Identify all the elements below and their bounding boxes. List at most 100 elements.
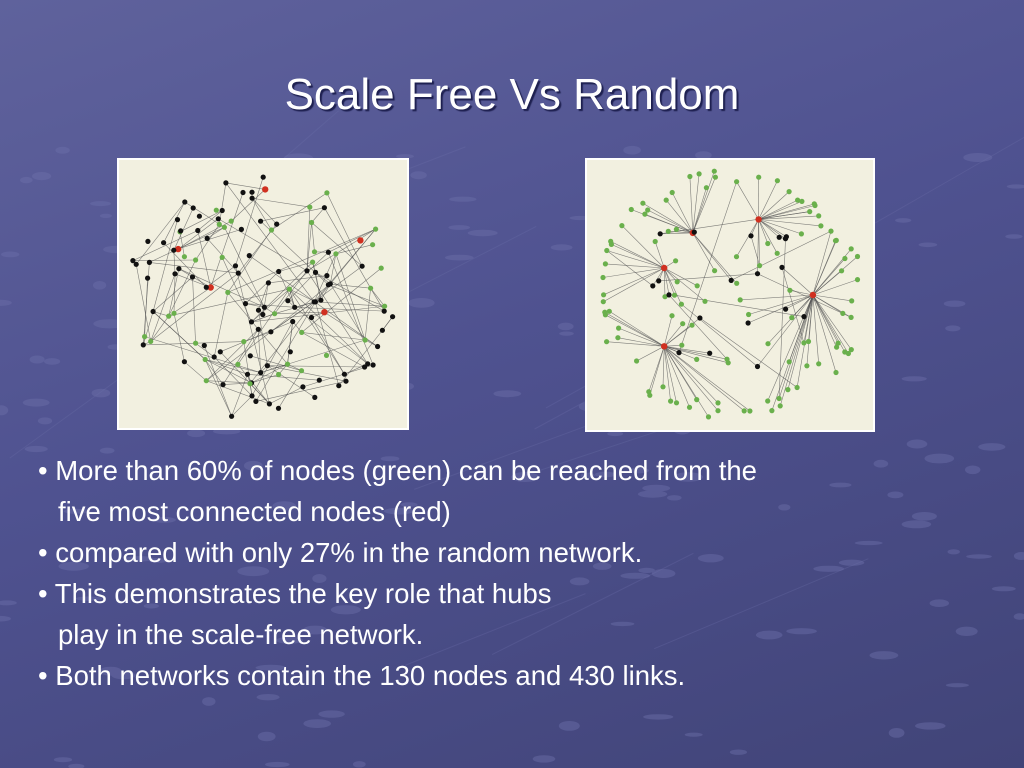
reached-node xyxy=(619,223,625,229)
reached-node xyxy=(774,178,780,184)
network-edge xyxy=(663,346,697,400)
network-edge xyxy=(251,288,290,323)
node xyxy=(219,207,225,214)
reached-node xyxy=(848,314,854,320)
network-edge xyxy=(736,181,759,220)
network-edge xyxy=(192,276,196,344)
network-edge xyxy=(787,294,814,390)
network-edge xyxy=(178,268,265,308)
network-edge xyxy=(149,227,225,263)
reached-node xyxy=(715,408,721,414)
node xyxy=(258,370,264,376)
node xyxy=(246,253,252,259)
network-edge xyxy=(808,294,814,342)
bg-dot xyxy=(945,683,969,688)
network-edge xyxy=(324,207,371,289)
bullet-line-continuation: play in the scale-free network. xyxy=(58,619,424,650)
bg-dot xyxy=(532,755,556,763)
node xyxy=(161,240,167,246)
bg-dot xyxy=(68,763,85,768)
node xyxy=(304,268,310,274)
bg-dot xyxy=(352,761,366,768)
reached-node xyxy=(221,224,227,230)
node xyxy=(150,308,156,315)
reached-node xyxy=(712,174,718,180)
network-edge xyxy=(204,359,224,385)
reached-node xyxy=(696,171,702,177)
network-edge xyxy=(250,355,302,371)
hub-node xyxy=(175,245,182,253)
network-edge xyxy=(692,177,716,234)
network-edge xyxy=(647,209,693,234)
bg-dot xyxy=(255,664,286,671)
network-edge xyxy=(132,230,198,261)
network-edge xyxy=(692,232,715,271)
network-edge xyxy=(315,272,385,312)
network-edge xyxy=(301,267,382,333)
reached-node xyxy=(804,363,810,369)
network-edge xyxy=(179,231,185,257)
node xyxy=(174,217,181,223)
network-edge xyxy=(222,329,259,385)
bg-dot xyxy=(90,201,111,207)
reached-node xyxy=(663,197,669,203)
bg-dot xyxy=(684,732,703,737)
reached-node xyxy=(602,261,608,267)
node xyxy=(260,174,266,180)
reached-node xyxy=(646,389,652,395)
bg-dot xyxy=(580,472,595,479)
bg-dot xyxy=(63,508,89,514)
network-edge xyxy=(289,288,368,365)
network-edge xyxy=(324,311,378,347)
network-edge xyxy=(663,346,719,411)
hub-node xyxy=(321,309,328,316)
network-edge xyxy=(692,173,700,233)
network-edge xyxy=(812,294,837,348)
bg-dot xyxy=(265,761,290,768)
node xyxy=(249,393,255,399)
node xyxy=(172,271,178,277)
reached-node xyxy=(839,268,845,274)
node xyxy=(189,274,196,280)
bg-dot xyxy=(965,465,981,475)
network-edge xyxy=(315,301,340,386)
reached-node xyxy=(741,408,747,414)
node xyxy=(133,261,139,267)
bg-dot xyxy=(991,586,1016,592)
bg-dot xyxy=(29,355,45,364)
network-edge xyxy=(681,303,758,367)
network-edge xyxy=(611,244,665,269)
bg-dot xyxy=(256,694,280,701)
node xyxy=(249,189,255,195)
network-edge xyxy=(135,201,186,265)
reached-node xyxy=(794,384,800,391)
network-edge xyxy=(758,180,778,220)
network-edge xyxy=(812,294,843,314)
reached-node xyxy=(370,242,376,248)
node xyxy=(182,199,188,205)
reached-node xyxy=(795,197,801,203)
reached-node xyxy=(673,226,679,232)
node xyxy=(220,382,226,388)
network-edge xyxy=(664,346,745,412)
network-edge xyxy=(315,272,331,285)
bg-dot xyxy=(20,176,33,184)
network-edge xyxy=(649,346,665,396)
network-edge xyxy=(812,294,819,364)
network-edge xyxy=(237,288,290,365)
reached-node xyxy=(276,371,282,378)
network-edge xyxy=(644,213,693,234)
bullet-list: • More than 60% of nodes (green) can be … xyxy=(38,450,998,696)
network-edge xyxy=(204,359,232,417)
reached-node xyxy=(705,414,712,420)
node xyxy=(318,297,324,303)
bg-dot xyxy=(449,196,477,202)
node xyxy=(242,301,249,307)
reached-node xyxy=(213,207,219,213)
network-edge xyxy=(311,222,363,267)
network-edge xyxy=(149,262,239,274)
reached-node xyxy=(286,286,292,292)
node xyxy=(783,306,789,312)
network-edge xyxy=(605,314,665,347)
node xyxy=(676,350,682,356)
